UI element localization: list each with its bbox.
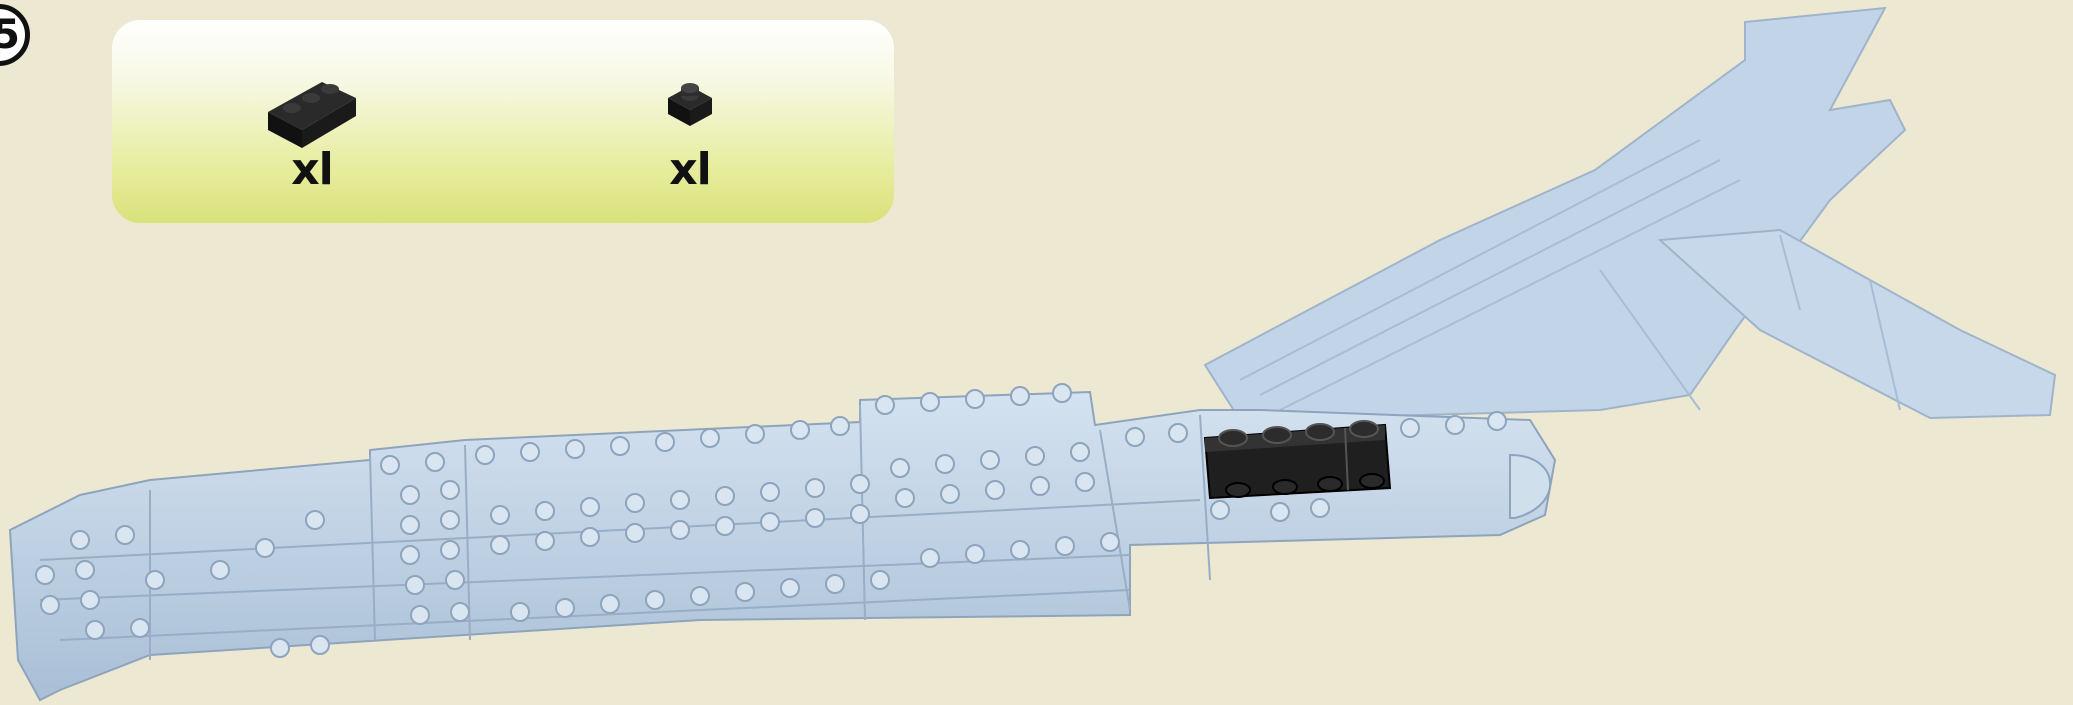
new-black-brick <box>1205 421 1390 498</box>
tail-fin <box>1205 8 2055 420</box>
